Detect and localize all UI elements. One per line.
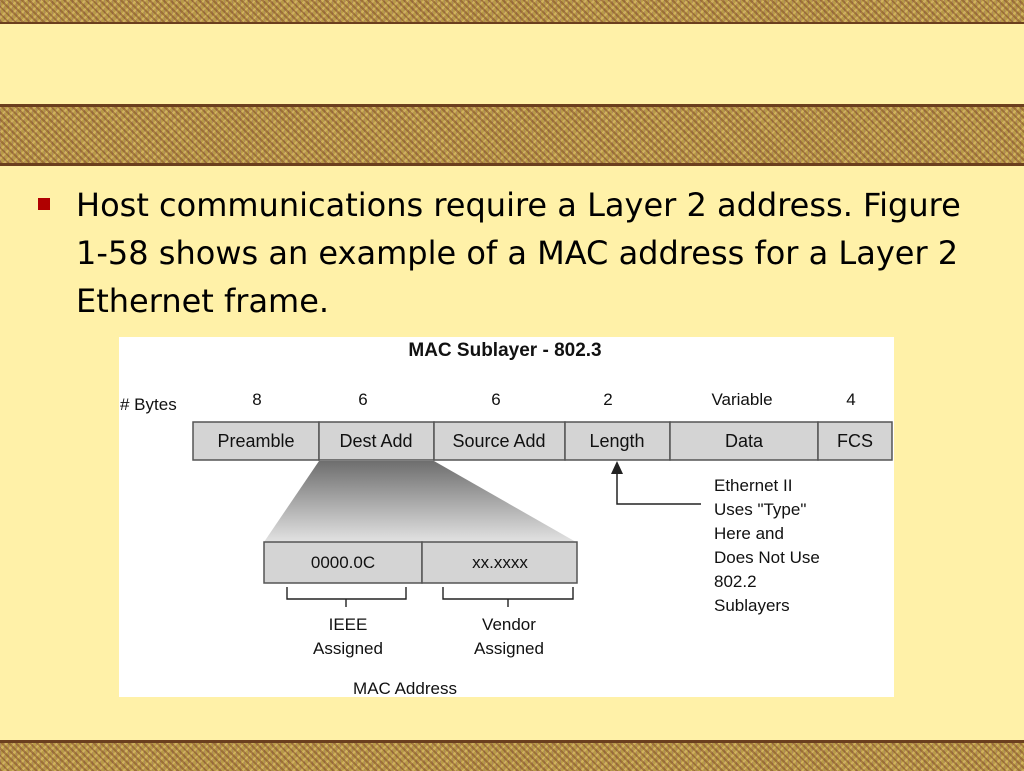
- field-dest-add-box: [318, 421, 435, 461]
- bullet-square-icon: [38, 198, 50, 210]
- figure-title: MAC Sublayer - 802.3: [408, 340, 601, 361]
- field-length-label: Length: [589, 431, 644, 451]
- note-line-6: Sublayers: [714, 596, 790, 615]
- field-preamble-label: Preamble: [217, 431, 294, 451]
- field-dest-add-label: Dest Add: [339, 431, 412, 451]
- field-data-label: Data: [725, 431, 764, 451]
- mac-frame-figure: MAC Sublayer - 802.3 # Bytes 8 6 6 2 Var…: [119, 337, 894, 698]
- bytes-fcs: 4: [846, 390, 855, 409]
- note-line-4: Does Not Use: [714, 548, 820, 567]
- bytes-source-add: 6: [491, 390, 500, 409]
- decorative-bottom-band: [0, 740, 1024, 771]
- mac-vendor-value: xx.xxxx: [472, 553, 528, 572]
- bytes-row-label: # Bytes: [120, 395, 177, 414]
- length-pointer-line: [616, 472, 701, 505]
- field-preamble-box: [192, 421, 320, 461]
- ieee-label-line1: IEEE: [329, 615, 368, 634]
- decorative-top-band: [0, 0, 1024, 24]
- note-line-5: 802.2: [714, 572, 757, 591]
- mac-address-caption: MAC Address: [353, 679, 457, 697]
- ieee-label-line2: Assigned: [313, 639, 383, 658]
- mac-vendor-box: [421, 541, 578, 584]
- length-arrowhead-icon: [611, 461, 623, 474]
- bytes-dest-add: 6: [358, 390, 367, 409]
- field-fcs-box: [817, 421, 893, 461]
- vendor-label-line1: Vendor: [482, 615, 536, 634]
- note-line-3: Here and: [714, 524, 784, 543]
- vendor-bracket: [442, 587, 574, 607]
- field-fcs-label: FCS: [837, 431, 873, 451]
- field-length-box: [564, 421, 671, 461]
- mac-frame-diagram: MAC Sublayer - 802.3 # Bytes 8 6 6 2 Var…: [120, 340, 893, 698]
- oui-bracket: [286, 587, 407, 607]
- bytes-data: Variable: [711, 390, 772, 409]
- field-source-add-label: Source Add: [452, 431, 545, 451]
- mac-oui-box: [263, 541, 423, 584]
- bytes-preamble: 8: [252, 390, 261, 409]
- bytes-length: 2: [603, 390, 612, 409]
- vendor-label-line2: Assigned: [474, 639, 544, 658]
- bullet-text: Host communications require a Layer 2 ad…: [76, 186, 961, 320]
- note-line-1: Ethernet II: [714, 476, 792, 495]
- mac-oui-value: 0000.0C: [311, 553, 375, 572]
- decorative-title-band: [0, 104, 1024, 166]
- expansion-wedge: [264, 461, 576, 542]
- field-data-box: [669, 421, 819, 461]
- note-line-2: Uses "Type": [714, 500, 806, 519]
